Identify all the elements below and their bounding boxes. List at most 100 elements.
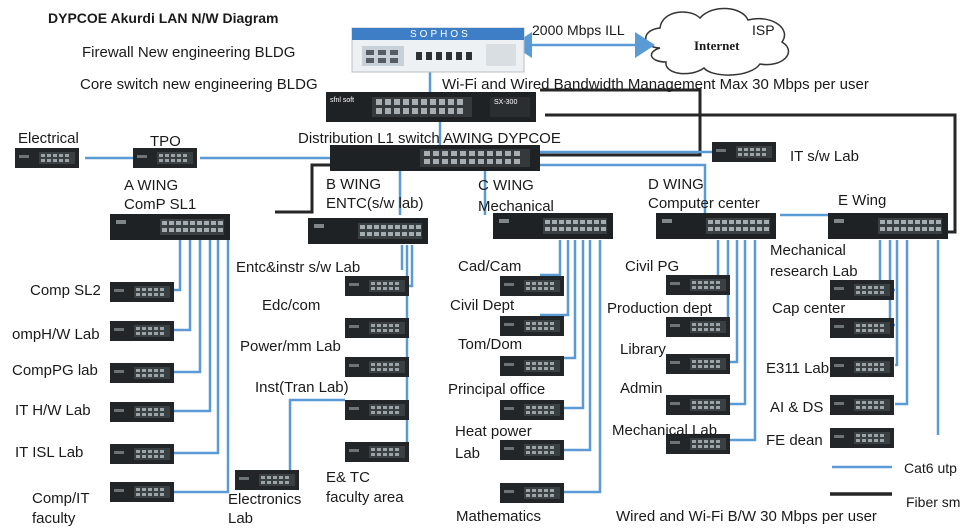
a-lab-switch-4 (110, 402, 174, 422)
a-lab-label-7: faculty (32, 510, 76, 527)
c-lab-switch-6 (500, 483, 564, 503)
b-lab-label-1: Entc&instr s/w Lab (236, 259, 361, 276)
diagram-title: DYPCOE Akurdi LAN N/W Diagram (48, 10, 279, 26)
e-lab-label-5: AI & DS (770, 399, 824, 416)
b-wing-label-1: B WING (326, 176, 381, 193)
legend-cat6-label: Cat6 utp (904, 460, 957, 476)
b-lab-label-2: Edc/com (262, 297, 321, 314)
c-lab-switch-1 (500, 276, 564, 296)
e-lab-label-4: E311 Lab (766, 360, 830, 377)
b-lab-label-5: E& TC (326, 469, 370, 486)
b-lab-switch-6 (235, 470, 299, 490)
it-sw-lab-switch (712, 142, 776, 162)
d-lab-label-4: Admin (620, 380, 663, 397)
c-lab-label-2: Civil Dept (450, 297, 515, 314)
a-lab-label-1: Comp SL2 (30, 282, 101, 299)
ill-arrow-right-head (635, 32, 655, 58)
c-lab-switch-3 (500, 356, 564, 376)
core-switch (326, 92, 536, 122)
c-lab-label-5: Heat power (455, 423, 532, 440)
a-wing-label-1: A WING (124, 177, 179, 194)
d-wing-label-1: D WING (648, 176, 704, 193)
bandwidth-label: Wi-Fi and Wired Bandwidth Management Max… (442, 76, 869, 93)
a-lab-label-6: Comp/IT (32, 490, 90, 507)
e-lab-switch-3 (830, 357, 894, 377)
c-wing-label-2: Mechanical (478, 198, 554, 215)
b-lab-label-7: Electronics (228, 491, 302, 508)
a-wing-label-2: ComP SL1 (124, 196, 197, 213)
electrical-label: Electrical (18, 130, 79, 147)
e-lab-label-3: Cap center (772, 300, 846, 317)
firewall-appliance (351, 27, 525, 73)
a-lab-label-5: IT ISL Lab (15, 444, 84, 461)
a-lab-switch-6 (110, 482, 174, 502)
ill-label: 2000 Mbps ILL (532, 22, 625, 38)
b-lab-switch-4 (345, 400, 409, 420)
b-lab-switch-3 (345, 357, 409, 377)
d-wing-label-2: Computer center (648, 195, 760, 212)
a-lab-label-4: IT H/W Lab (15, 402, 91, 419)
distribution-label: Distribution L1 switch AWING DYPCOE (298, 130, 561, 147)
e-lab-switch-1 (830, 280, 894, 300)
e-wing-label: E Wing (838, 192, 887, 209)
tpo-switch (133, 148, 197, 168)
b-lab-label-8: Lab (228, 510, 254, 527)
core-switch-tag-left: sfnl soft (330, 97, 355, 104)
firewall-label: Firewall New engineering BLDG (82, 44, 296, 61)
b-lab-switch-5 (345, 442, 409, 462)
d-lab-switch-4 (666, 395, 730, 415)
c-lab-switch-4 (500, 400, 564, 420)
e-lab-label-1: Mechanical (770, 242, 846, 259)
b-lab-switch-2 (345, 318, 409, 338)
c-lab-switch-5 (500, 440, 564, 460)
b-wing-switch (308, 218, 428, 244)
d-lab-switch-3 (666, 354, 730, 374)
c-lab-label-6: Lab (455, 445, 481, 462)
internet-label: Internet (694, 38, 740, 53)
d-lab-label-5: Mechanical Lab (612, 422, 718, 439)
a-lab-switch-3 (110, 363, 174, 383)
d-wing-switch (656, 213, 776, 239)
internet-cloud (645, 7, 790, 76)
a-lab-switch-2 (110, 321, 174, 341)
e-lab-label-6: FE dean (766, 432, 823, 449)
b-lab-label-3: Power/mm Lab (240, 338, 341, 355)
b-lab-label-6: faculty area (326, 489, 404, 506)
a-lab-switch-5 (110, 444, 174, 464)
e-lab-switch-5 (830, 428, 894, 448)
e-lab-switch-4 (830, 395, 894, 415)
a-lab-switch-1 (110, 282, 174, 302)
c-lab-label-7: Mathematics (456, 508, 542, 525)
e-wing-switch (828, 213, 948, 239)
c-lab-switch-2 (500, 316, 564, 336)
a-wing-switch (110, 214, 230, 240)
c-wing-switch (493, 213, 613, 239)
electrical-switch (15, 148, 79, 168)
core-switch-label: Core switch new engineering BLDG (80, 76, 318, 93)
it-sw-lab-label: IT s/w Lab (790, 148, 859, 165)
c-lab-label-4: Principal office (448, 381, 546, 398)
b-lab-switch-1 (345, 276, 409, 296)
d-lab-switch-1 (666, 275, 730, 295)
tpo-label: TPO (150, 133, 181, 150)
e-lab-label-2: research Lab (770, 263, 858, 280)
isp-label: ISP (752, 22, 775, 38)
firewall-brand: SOPHOS (410, 29, 471, 40)
c-lab-label-1: Cad/Cam (458, 258, 522, 275)
b-lab-label-4: Inst(Tran Lab) (255, 379, 349, 396)
e-lab-switch-2 (830, 318, 894, 338)
c-wing-label-1: C WING (478, 177, 534, 194)
d-lab-switch-2 (666, 317, 730, 337)
c-lab-label-3: Tom/Dom (458, 336, 523, 353)
d-lab-label-1: Civil PG (625, 258, 680, 275)
a-lab-label-3: CompPG lab (12, 362, 98, 379)
d-lab-label-2: Production dept (607, 300, 713, 317)
d-lab-label-3: Library (620, 341, 666, 358)
distribution-switch (330, 145, 540, 171)
a-lab-label-2: ompH/W Lab (12, 326, 100, 343)
b-wing-label-2: ENTC(s/w lab) (326, 195, 424, 212)
legend-fiber-label: Fiber sm (906, 494, 961, 510)
core-switch-tag-right: SX-300 (494, 99, 518, 106)
